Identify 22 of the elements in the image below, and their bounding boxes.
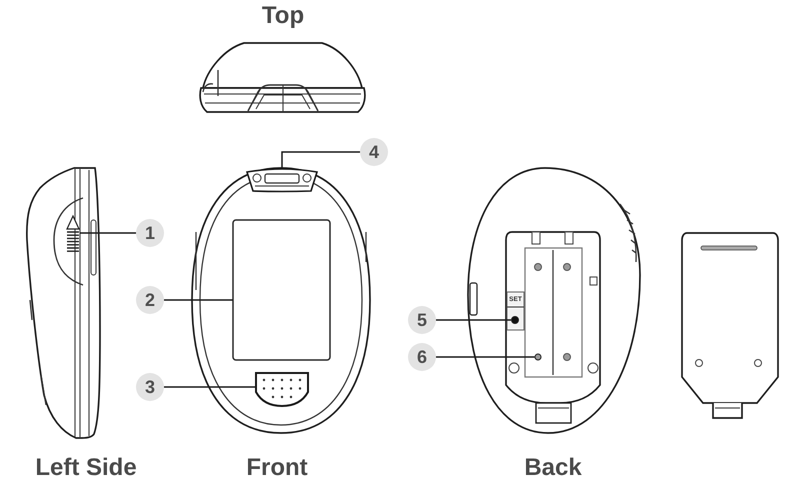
strip-port bbox=[246, 168, 318, 192]
leader-line bbox=[436, 356, 534, 358]
view-title: Left Side bbox=[35, 456, 137, 480]
callout-number: 3 bbox=[136, 373, 164, 401]
callout-number: 5 bbox=[408, 306, 436, 334]
leader-line bbox=[164, 386, 256, 388]
callout-number: 4 bbox=[360, 138, 388, 166]
leader-line bbox=[281, 151, 360, 169]
keypad bbox=[255, 372, 309, 407]
screw bbox=[534, 354, 542, 360]
ejector-slider bbox=[66, 214, 80, 252]
view-title: Back bbox=[524, 456, 582, 480]
view-title: Top bbox=[262, 4, 304, 28]
callout-number: 2 bbox=[136, 286, 164, 314]
callout-number: 1 bbox=[136, 219, 164, 247]
leader-line bbox=[164, 299, 233, 301]
leader-line bbox=[80, 232, 136, 234]
callout-number: 6 bbox=[408, 343, 436, 371]
leader-line bbox=[436, 319, 511, 321]
view-title: Front bbox=[246, 456, 308, 480]
set-button bbox=[511, 316, 519, 324]
display-screen bbox=[232, 219, 331, 361]
